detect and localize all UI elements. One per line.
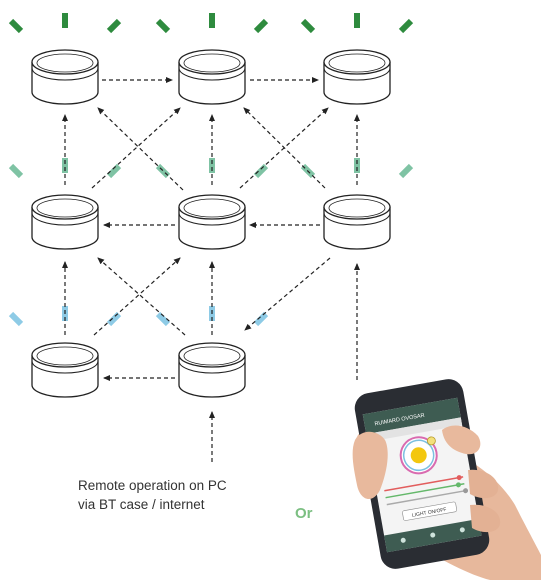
t1-ray-right [106, 18, 122, 34]
arrow-b2-to-m1 [97, 257, 186, 336]
b1-ray-left [8, 311, 24, 327]
light-toggle-label: LIGHT ON/OFF [412, 507, 447, 519]
color-picker-handle[interactable] [426, 436, 436, 446]
t3-ray-left [300, 18, 316, 34]
caption-line-1: Remote operation on PC [78, 478, 227, 493]
arrow-b1-to-m2 [93, 257, 181, 336]
red-slider-thumb[interactable] [456, 475, 462, 481]
t1-ray-left [8, 18, 24, 34]
device-b2-rim [183, 346, 241, 366]
connection-arrows [62, 77, 360, 462]
or-label: Or [295, 505, 313, 522]
remote-operation-caption: Remote operation on PC via BT case / int… [78, 476, 227, 514]
caption-line-2: via BT case / internet [78, 497, 205, 512]
device-t3-rim [328, 53, 386, 73]
device-t3-band [323, 67, 391, 81]
gray-slider-thumb[interactable] [463, 488, 469, 494]
m1-ray-right [106, 163, 122, 179]
green-slider[interactable] [385, 483, 465, 499]
nav-settings-icon[interactable] [459, 527, 465, 533]
t3-ray-right [398, 18, 414, 34]
color-wheel-ring [402, 439, 435, 472]
light-toggle-button[interactable] [402, 501, 458, 521]
arrow-m3-to-t2 [243, 107, 326, 189]
device-m3-rim [328, 198, 386, 218]
device-b1-band [31, 360, 99, 374]
hand-fingers-right [468, 469, 501, 533]
hand-thumb [352, 431, 388, 500]
b1-ray-right [106, 311, 122, 327]
b2-ray-right [253, 311, 269, 327]
m3-ray-right [398, 163, 414, 179]
selected-color-dot [410, 447, 427, 464]
device-m2-band [178, 212, 246, 226]
device-b1-rim [36, 346, 94, 366]
device-t3 [323, 49, 391, 105]
m2-ray-right [253, 163, 269, 179]
device-m1 [31, 194, 99, 250]
phone-tab-bar [366, 417, 463, 442]
arrow-m1-to-t2 [91, 107, 181, 189]
device-m1-rim [36, 198, 94, 218]
device-b2 [178, 342, 246, 398]
b2-ray-left [155, 311, 171, 327]
nav-home-icon[interactable] [400, 537, 406, 543]
device-m1-band [31, 212, 99, 226]
device-nodes [31, 49, 391, 398]
device-b1 [31, 342, 99, 398]
device-m2-rim [183, 198, 241, 218]
device-t2-band [178, 67, 246, 81]
nav-scenes-icon[interactable] [430, 532, 436, 538]
m1-ray-left [8, 163, 24, 179]
arrow-m3-to-b2 [244, 257, 331, 331]
device-t1-rim [36, 53, 94, 73]
device-b2-band [178, 360, 246, 374]
device-t2 [178, 49, 246, 105]
device-t2-rim [183, 53, 241, 73]
device-t1-band [31, 67, 99, 81]
device-m2 [178, 194, 246, 250]
hand-index-finger [442, 425, 481, 455]
arrow-m2-to-t1 [97, 107, 184, 191]
phone-header-bar [362, 397, 461, 435]
t2-ray-left [155, 18, 171, 34]
device-m3 [323, 194, 391, 250]
gray-slider[interactable] [386, 489, 466, 506]
t2-ray-right [253, 18, 269, 34]
red-slider[interactable] [384, 476, 464, 492]
green-slider-thumb[interactable] [455, 482, 462, 488]
device-m3-band [323, 212, 391, 226]
device-t1 [31, 49, 99, 105]
hand-holding-phone: RUIMARD OVOSAR LIGHT ON/OFF [352, 379, 541, 580]
